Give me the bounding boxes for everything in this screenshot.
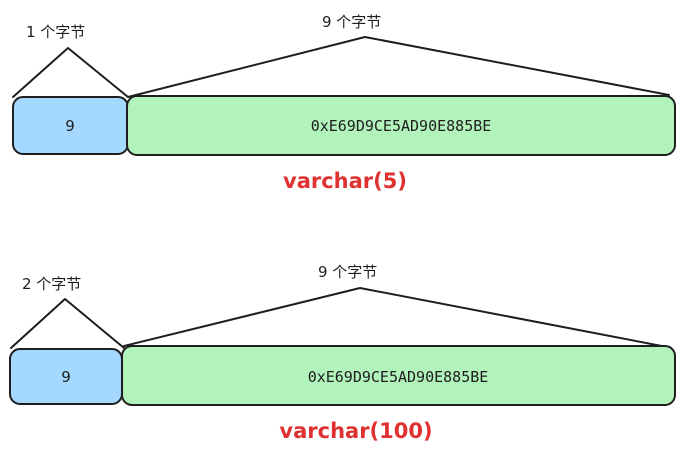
row-varchar-100: 2 个字节 9 个字节 9 0xE69D9CE5AD90E885BE varch… [9,263,676,443]
data-brace [123,287,668,348]
length-prefix-byte-note: 1 个字节 [26,23,85,41]
data-bytes-hex-value: 0xE69D9CE5AD90E885BE [308,368,489,386]
row-varchar-5: 1 个字节 9 个字节 9 0xE69D9CE5AD90E885BE varch… [12,13,676,193]
data-brace [127,36,670,98]
data-bytes-hex-value: 0xE69D9CE5AD90E885BE [311,117,492,135]
data-byte-note: 9 个字节 [322,13,381,31]
length-prefix-byte-note: 2 个字节 [22,275,81,293]
data-bytes-box [121,345,676,406]
data-byte-note: 9 个字节 [318,263,377,281]
data-bytes-box [126,95,676,156]
type-label: varchar(5) [283,169,407,193]
length-prefix-brace [10,298,125,349]
length-prefix-value: 9 [65,117,75,135]
type-label: varchar(100) [279,419,432,443]
length-prefix-brace [12,47,129,98]
length-prefix-value: 9 [61,368,71,386]
